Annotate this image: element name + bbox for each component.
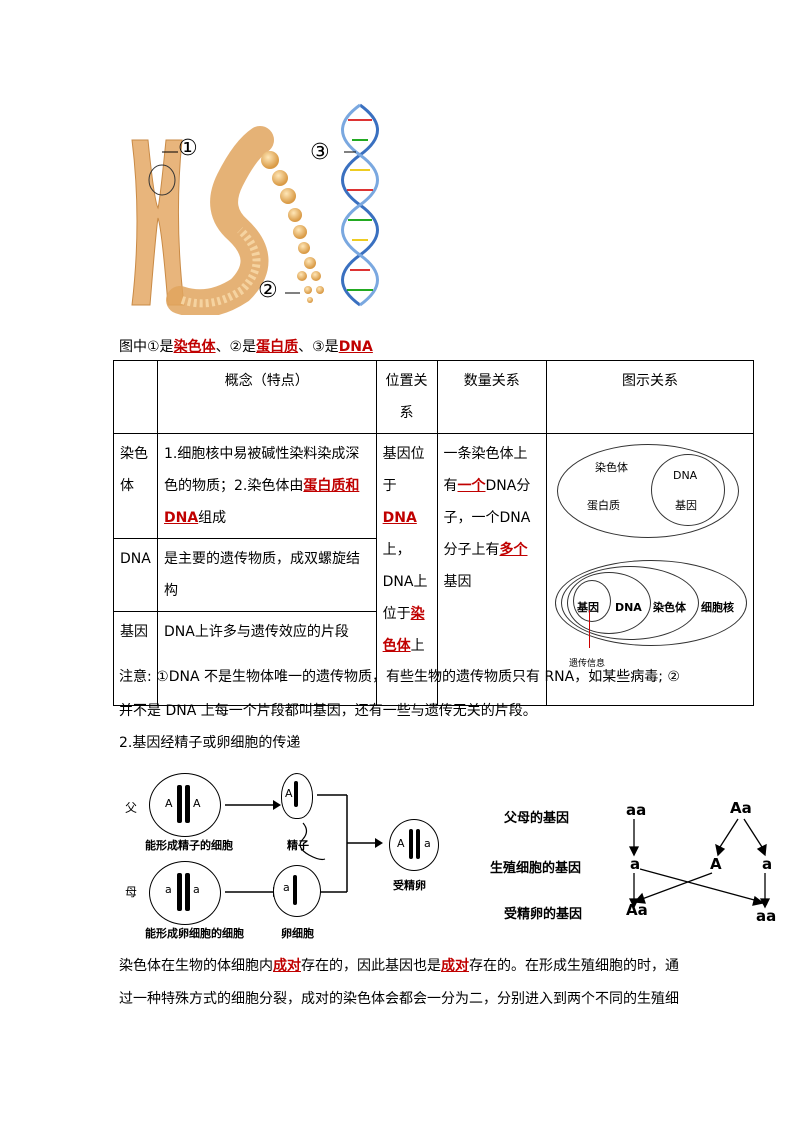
sperm-cell-label: 能形成精子的细胞 bbox=[145, 839, 233, 852]
sperm-label: 精子 bbox=[287, 839, 309, 852]
note-line-1: 注意: ①DNA 不是生物体唯一的遗传物质，有些生物的遗传物质只有 RNA，如某… bbox=[119, 669, 680, 685]
header-concept: 概念（特点） bbox=[156, 360, 377, 434]
row-chromosome-name: 染色体 bbox=[113, 433, 158, 539]
gamete-transfer-figure: 父 A A 能形成精子的细胞 A 精子 母 a a 能形成卵细胞的细胞 a 卵细… bbox=[125, 765, 440, 945]
venn-chromosome: 染色体 bbox=[594, 461, 628, 474]
germ-cell-genes-label: 生殖细胞的基因 bbox=[490, 861, 582, 876]
row-gene-name: 基因 bbox=[113, 611, 158, 706]
gamete-a-1: a bbox=[630, 855, 641, 873]
egg-cell-label: 能形成卵细胞的细胞 bbox=[145, 927, 244, 940]
mother-label: 母 bbox=[125, 885, 138, 899]
parent-Aa: Aa bbox=[730, 799, 752, 817]
row-dna-concept: 是主要的遗传物质，成双螺旋结构 bbox=[156, 538, 377, 612]
gamete-A: A bbox=[710, 855, 722, 873]
diagram-cell: 染色体 DNA 蛋白质 基因 基因 DNA 染色体 细胞核 遗传信息 bbox=[545, 433, 755, 706]
parents-genes-label: 父母的基因 bbox=[504, 811, 570, 826]
venn-dna: DNA bbox=[672, 469, 698, 482]
parent-aa: aa bbox=[626, 801, 647, 819]
venn-gene: 基因 bbox=[674, 499, 697, 512]
chromosome-dna-figure: ① ② ③ bbox=[120, 100, 410, 318]
row-dna-name: DNA bbox=[113, 538, 158, 612]
paragraph-line-2: 过一种特殊方式的细胞分裂，成对的染色体会都会一分为二，分别进入到两个不同的生殖细 bbox=[119, 991, 679, 1007]
zygote-label: 受精卵 bbox=[393, 879, 426, 892]
header-position: 位置关系 bbox=[375, 360, 438, 434]
marker-1: ① bbox=[178, 136, 198, 161]
section-2-title: 2.基因经精子或卵细胞的传递 bbox=[119, 735, 301, 751]
zygote bbox=[389, 819, 439, 871]
nested-chromosome: 染色体 bbox=[652, 601, 686, 614]
egg-label: 卵细胞 bbox=[281, 927, 314, 940]
zygote-aa: aa bbox=[756, 907, 777, 925]
nested-nucleus: 细胞核 bbox=[700, 601, 734, 614]
figure-caption: 图中①是染色体、②是蛋白质、③是DNA bbox=[119, 339, 373, 355]
gamete-a-2: a bbox=[762, 855, 773, 873]
answer-dna: DNA bbox=[338, 339, 373, 355]
father-label: 父 bbox=[125, 801, 138, 815]
answer-protein: 蛋白质 bbox=[256, 339, 299, 355]
nested-dna: DNA bbox=[614, 601, 642, 614]
zygote-Aa: Aa bbox=[626, 901, 648, 919]
quantity-cell: 一条染色体上有一个DNA分子，一个DNA分子上有多个基因 bbox=[436, 433, 547, 706]
marker-2: ② bbox=[258, 278, 278, 303]
answer-chromosome: 染色体 bbox=[173, 339, 216, 355]
position-cell: 基因位于DNA上，DNA上位于染色体上 bbox=[375, 433, 438, 706]
header-quantity: 数量关系 bbox=[436, 360, 547, 434]
relationship-table: 概念（特点） 位置关系 数量关系 图示关系 染色体 1.细胞核中易被碱性染料染成… bbox=[113, 360, 755, 706]
row-chromosome-concept: 1.细胞核中易被碱性染料染成深色的物质；2.染色体由蛋白质和DNA组成 bbox=[156, 433, 377, 539]
egg bbox=[273, 865, 321, 917]
genetic-info-label: 遗传信息 bbox=[568, 659, 605, 669]
note-line-2: 并不是 DNA 上每一个片段都叫基因，还有一些与遗传无关的片段。 bbox=[119, 703, 537, 719]
header-diagram: 图示关系 bbox=[545, 360, 755, 434]
paragraph-line-1: 染色体在生物的体细胞内成对存在的，因此基因也是成对存在的。在形成生殖细胞的时，通 bbox=[119, 958, 679, 974]
zygote-genes-label: 受精卵的基因 bbox=[504, 907, 583, 922]
nested-gene: 基因 bbox=[576, 601, 599, 614]
marker-3: ③ bbox=[310, 140, 330, 165]
venn-protein: 蛋白质 bbox=[586, 499, 620, 512]
gene-inheritance-figure: 父母的基因 生殖细胞的基因 受精卵的基因 aa Aa a A a Aa aa bbox=[490, 795, 790, 930]
row-gene-concept: DNA上许多与遗传效应的片段 bbox=[156, 611, 377, 706]
